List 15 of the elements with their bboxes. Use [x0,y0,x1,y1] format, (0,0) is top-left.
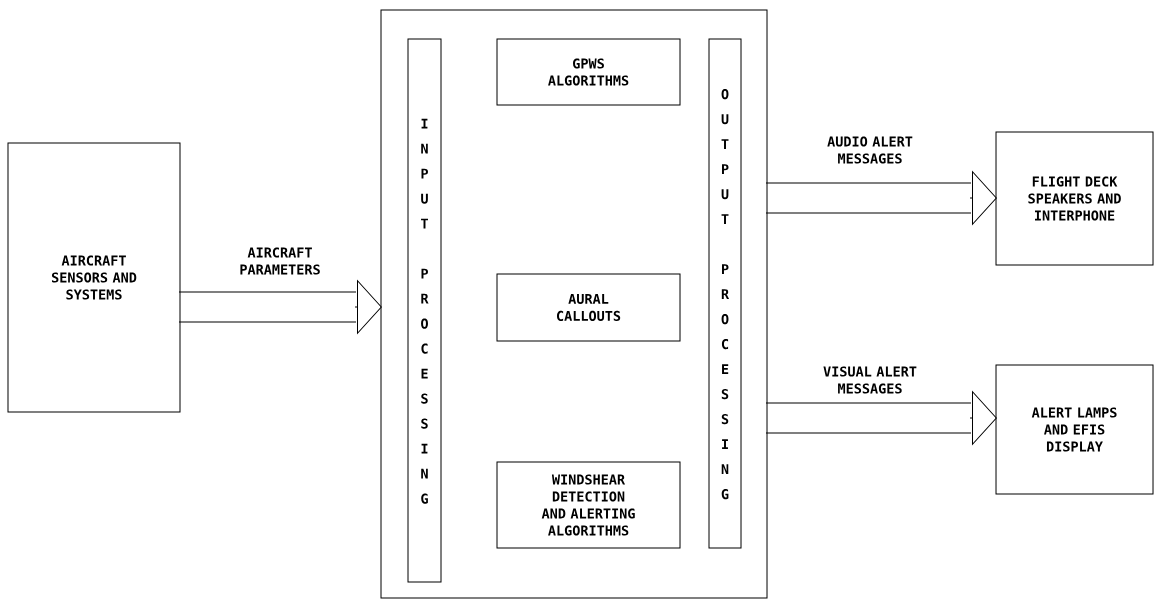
edge-label: AIRCRAFT PARAMETERS [240,247,320,275]
arrow [765,391,997,445]
processing-bar: INPUT PROCESSING [407,38,442,583]
process-box: FLIGHT DECK SPEAKERS AND INTERPHONE [995,131,1154,266]
process-box: AURAL CALLOUTS [496,273,681,342]
process-box: WINDSHEAR DETECTION AND ALERTING ALGORITHMS [496,461,681,549]
arrow [765,171,997,225]
edge-label: AUDIO ALERT MESSAGES [827,136,913,164]
process-box: AIRCRAFT SENSORS AND SYSTEMS [7,142,181,413]
process-box: ALERT LAMPS AND EFIS DISPLAY [995,364,1154,495]
edge-label: VISUAL ALERT MESSAGES [823,366,917,394]
processing-bar: OUTPUT PROCESSING [708,38,742,549]
arrow [178,280,382,334]
container-box [380,9,768,599]
process-box: GPWS ALGORITHMS [496,38,681,106]
